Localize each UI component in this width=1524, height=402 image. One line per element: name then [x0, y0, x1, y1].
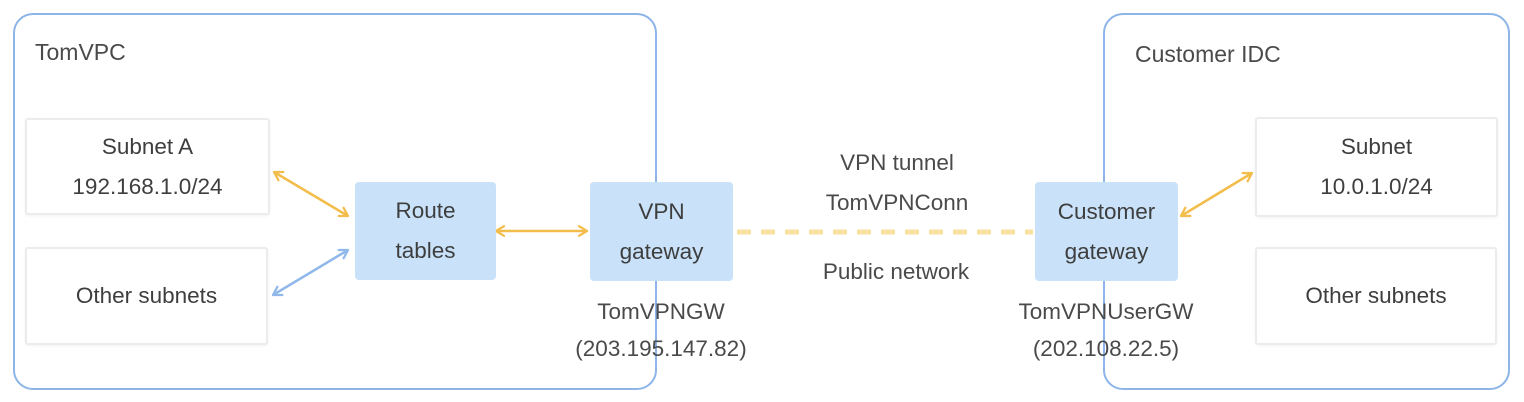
- vpn-gateway-ip: (203.195.147.82): [575, 336, 747, 361]
- customer-gateway-label: Customer gateway: [1057, 198, 1156, 264]
- vpc-other-subnets-label: Other subnets: [75, 283, 218, 308]
- vpn-gateway-name: TomVPNGW: [597, 299, 725, 324]
- subnet-a-cidr: 192.168.1.0/24: [72, 173, 223, 199]
- subnet-a-box: Subnet A 192.168.1.0/24: [25, 118, 270, 215]
- customer-gateway-name: TomVPNUserGW: [1018, 299, 1194, 324]
- vpn-tunnel-name: TomVPNConn: [825, 190, 969, 215]
- idc-other-subnets-label: Other subnets: [1305, 283, 1447, 308]
- vpc-title: TomVPC: [35, 39, 126, 65]
- idc-subnet-name: Subnet: [1340, 134, 1413, 159]
- public-network-label: Public network: [822, 259, 970, 284]
- vpn-gateway-node: VPN gateway: [590, 182, 733, 281]
- idc-container: Customer IDC: [1103, 13, 1510, 390]
- vpc-other-subnets-box: Other subnets: [25, 247, 268, 345]
- route-tables-node: Route tables: [355, 182, 496, 280]
- idc-subnet-box: Subnet 10.0.1.0/24: [1255, 117, 1498, 217]
- vpn-tunnel-title: VPN tunnel: [840, 150, 954, 175]
- customer-gateway-ip: (202.108.22.5): [1032, 336, 1180, 361]
- subnet-a-name: Subnet A: [101, 133, 194, 159]
- idc-title: Customer IDC: [1135, 41, 1281, 67]
- customer-gateway-caption: TomVPNUserGW (202.108.22.5): [956, 293, 1256, 367]
- vpn-tunnel-caption: VPN tunnel TomVPNConn: [747, 143, 1047, 223]
- route-tables-label: Route tables: [395, 198, 456, 263]
- idc-other-subnets-box: Other subnets: [1255, 247, 1497, 345]
- idc-subnet-cidr: 10.0.1.0/24: [1320, 174, 1433, 199]
- public-network-caption: Public network: [746, 253, 1046, 291]
- vpn-gateway-caption: TomVPNGW (203.195.147.82): [511, 293, 811, 367]
- customer-gateway-node: Customer gateway: [1035, 182, 1178, 281]
- vpn-gateway-label: VPN gateway: [619, 198, 704, 264]
